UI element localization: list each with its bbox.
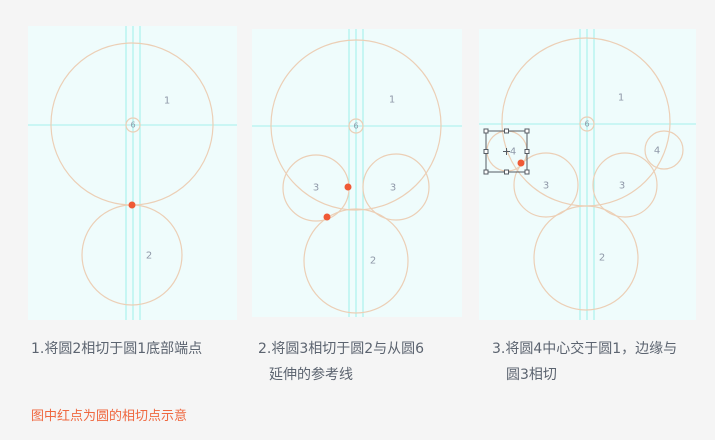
tangent-point-dot	[344, 183, 352, 191]
circle-label-4: 4	[654, 146, 660, 157]
circle-label-1: 1	[618, 93, 624, 104]
circle-label-2: 2	[370, 256, 376, 267]
circle-1	[270, 39, 442, 211]
circle-label-6: 6	[353, 122, 358, 131]
circle-3-right	[362, 153, 430, 221]
circle-6	[579, 116, 595, 132]
diagram-panel-3: 1 6 4 4 3 3 2	[479, 29, 696, 320]
resize-handle[interactable]	[524, 169, 530, 175]
panel-1-svg: 1 6 2	[28, 26, 237, 320]
circle-6	[125, 117, 141, 133]
step-1-caption: 1.将圆2相切于圆1底部端点	[31, 336, 202, 362]
resize-handle[interactable]	[504, 169, 509, 175]
step-2-caption: 2.将圆3相切于圆2与从圆6 延伸的参考线	[258, 336, 424, 388]
circle-label-3: 3	[313, 183, 319, 194]
circle-label-6: 6	[130, 121, 135, 130]
resize-handle[interactable]	[483, 149, 489, 154]
circle-label-1: 1	[389, 95, 395, 106]
circle-label-3: 3	[619, 181, 625, 192]
circle-2	[533, 205, 639, 311]
tangent-point-dot	[128, 201, 136, 209]
caption-line-2: 延伸的参考线	[269, 367, 353, 383]
circle-label-3: 3	[390, 183, 396, 194]
circle-3-right	[592, 152, 658, 218]
resize-handle[interactable]	[483, 128, 489, 134]
circle-3-left	[513, 152, 579, 218]
circle-label-6: 6	[584, 120, 589, 129]
panel-2-svg: 1 6 3 3 2	[252, 29, 462, 317]
diagram-panel-1: 1 6 2	[28, 26, 237, 320]
circle-2	[303, 208, 409, 314]
circle-label-1: 1	[164, 96, 170, 107]
caption-line-1: 3.将圆4中心交于圆1，边缘与	[492, 341, 678, 357]
circle-label-2: 2	[146, 251, 152, 262]
caption-line-1: 1.将圆2相切于圆1底部端点	[31, 341, 203, 357]
step-3-caption: 3.将圆4中心交于圆1，边缘与 圆3相切	[492, 336, 677, 388]
circle-2	[81, 204, 183, 306]
panel-3-svg: 1 6 4 4 3 3 2	[479, 29, 696, 320]
resize-handle[interactable]	[504, 128, 509, 134]
circle-6	[348, 118, 364, 134]
resize-handle[interactable]	[483, 169, 489, 175]
caption-line-1: 2.将圆3相切于圆2与从圆6	[258, 341, 425, 357]
circle-4-right	[644, 130, 684, 170]
circle-label-3: 3	[543, 181, 549, 192]
diagram-panel-2: 1 6 3 3 2	[252, 29, 462, 317]
circle-label-4: 4	[510, 147, 516, 158]
tangent-point-dot	[517, 159, 525, 167]
resize-handle[interactable]	[524, 149, 530, 154]
caption-line-2: 圆3相切	[506, 367, 557, 383]
selection-box[interactable]	[483, 128, 530, 175]
circle-label-2: 2	[599, 253, 605, 264]
tangent-point-dot	[323, 213, 331, 221]
tangent-point-note: 图中红点为圆的相切点示意	[31, 409, 188, 424]
resize-handle[interactable]	[524, 128, 530, 134]
